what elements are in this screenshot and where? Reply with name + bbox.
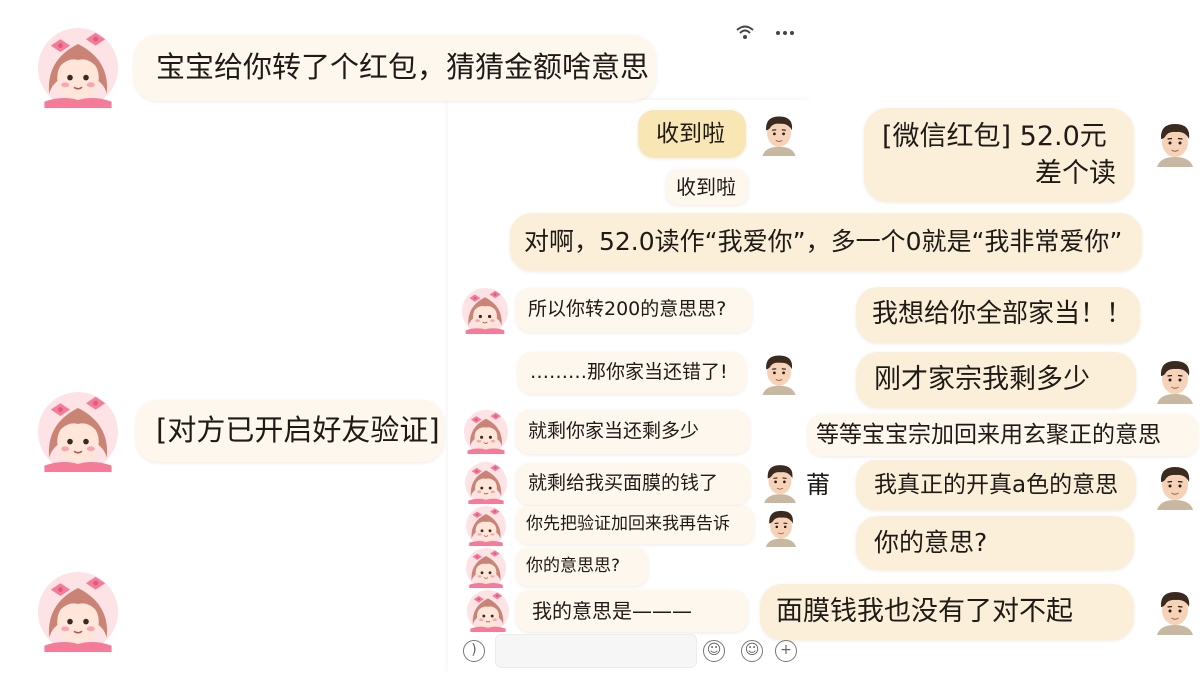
message-bubble: 你的意思思? [516, 548, 648, 586]
emoji-icon[interactable]: ☺ [703, 640, 725, 662]
red-packet-subtext: 差个读 [1035, 158, 1116, 189]
message-bubble-red-packet-guess: 宝宝给你转了个红包，猜猜金额啥意思 [134, 35, 656, 101]
message-bubble: 面膜钱我也没有了对不起 [760, 584, 1134, 640]
girl-avatar[interactable] [464, 462, 508, 504]
boy-avatar[interactable] [756, 348, 802, 396]
message-text: 就剩你家当还剩多少 [528, 420, 700, 443]
message-bubble: 就剩你家当还剩多少 [516, 410, 750, 454]
message-bubble: 我真正的开真a色的意思 [856, 460, 1136, 510]
girl-avatar[interactable] [464, 410, 508, 454]
boy-avatar[interactable] [756, 108, 802, 158]
message-text: 你的意思思? [526, 556, 621, 577]
wifi-icon [735, 24, 755, 44]
message-text: 你先把验证加回来我再告诉 [526, 514, 730, 535]
message-text: ………那你家当还错了! [530, 361, 728, 384]
red-packet-title: [微信红包] 52.0元 [882, 121, 1107, 152]
message-bubble-explain: 对啊，52.0读作“我爱你”，多一个0就是“我非常爱你” [510, 213, 1142, 271]
girl-avatar[interactable] [38, 392, 118, 472]
girl-avatar[interactable] [464, 506, 508, 546]
boy-avatar[interactable] [1150, 104, 1200, 180]
message-bubble: 你先把验证加回来我再告诉 [516, 506, 754, 544]
girl-avatar[interactable] [464, 548, 508, 588]
boy-avatar[interactable] [1150, 576, 1200, 644]
girl-avatar[interactable] [466, 590, 510, 632]
system-notice-friend-verification: [对方已开启好友验证] [136, 400, 444, 462]
message-text: 面膜钱我也没有了对不起 [776, 596, 1073, 628]
message-input[interactable] [495, 634, 697, 668]
voice-icon[interactable]: ) [463, 640, 485, 662]
message-bubble: 我的意思是——— [516, 590, 748, 632]
girl-avatar[interactable] [462, 288, 508, 334]
boy-avatar[interactable] [1150, 346, 1200, 412]
message-text: 刚才家宗我剩多少 [874, 364, 1090, 396]
message-text: 你的意思? [874, 527, 988, 557]
message-bubble: 等等宝宝宗加回来用玄聚正的意思 [808, 414, 1198, 456]
message-text: 就剩给我买面膜的钱了 [528, 472, 719, 495]
chat-input-bar: ) ☺ ☺ + [455, 632, 800, 670]
message-text: 宝宝给你转了个红包，猜猜金额啥意思 [156, 50, 650, 85]
red-packet-bubble[interactable]: [微信红包] 52.0元 差个读 [864, 108, 1134, 202]
message-text: 对啊，52.0读作“我爱你”，多一个0就是“我非常爱你” [524, 226, 1123, 256]
message-text: 我真正的开真a色的意思 [874, 471, 1119, 498]
message-text: 我的意思是——— [532, 598, 692, 623]
message-bubble: 收到啦 [666, 169, 748, 205]
message-bubble: 你的意思? [856, 516, 1134, 570]
girl-avatar[interactable] [38, 572, 118, 652]
message-text: 所以你转200的意思思? [528, 298, 727, 321]
boy-avatar[interactable] [1150, 452, 1200, 518]
message-bubble: 所以你转200的意思思? [516, 288, 752, 332]
message-text: 收到啦 [656, 120, 725, 147]
message-bubble: 我想给你全部家当！！ [856, 287, 1140, 343]
message-text: 收到啦 [676, 174, 736, 199]
boy-avatar[interactable] [758, 458, 802, 504]
girl-avatar[interactable] [38, 28, 118, 108]
message-text: 我想给你全部家当！！ [872, 299, 1133, 330]
sticker-icon[interactable]: ☺ [741, 640, 763, 662]
message-text: 等等宝宝宗加回来用玄聚正的意思 [816, 421, 1161, 448]
add-icon[interactable]: + [775, 640, 797, 662]
message-bubble: 就剩给我买面膜的钱了 [516, 463, 750, 505]
message-text: [对方已开启好友验证] [156, 413, 440, 448]
message-bubble: ………那你家当还错了! [518, 352, 746, 394]
more-dots-icon[interactable] [775, 24, 795, 42]
message-bubble: 收到啦 [638, 110, 746, 158]
boy-avatar[interactable] [760, 504, 802, 548]
message-bubble: 刚才家宗我剩多少 [856, 352, 1136, 408]
message-fragment: 莆 [806, 466, 846, 506]
message-text: 莆 [806, 471, 830, 500]
